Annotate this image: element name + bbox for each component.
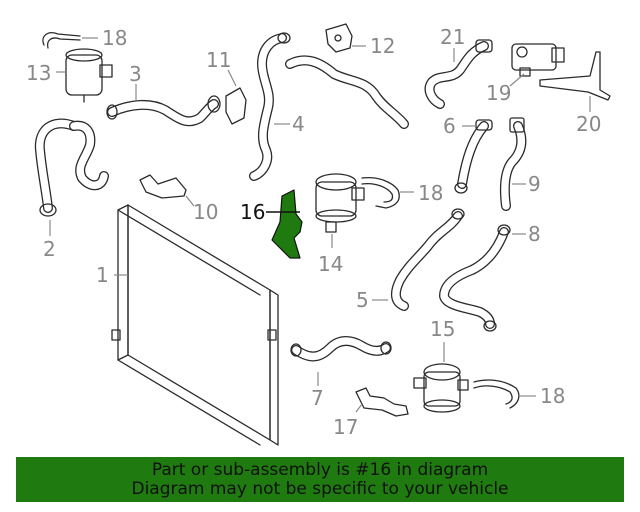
- highlighted-part-16: [271, 189, 303, 259]
- bracket-17: [355, 387, 409, 417]
- callout-2: 2: [43, 237, 56, 261]
- hose-3: [106, 95, 221, 127]
- callout-16: 16: [240, 200, 265, 224]
- callout-18a: 18: [102, 26, 127, 50]
- valve-19: [511, 43, 565, 77]
- hose-upper: [285, 55, 409, 129]
- callout-13: 13: [26, 61, 51, 85]
- clamp-18-top: [42, 32, 81, 49]
- callout-19-leader: [509, 73, 525, 87]
- callout-19: 19: [486, 81, 511, 105]
- footer-line-2: Diagram may not be specific to your vehi…: [131, 479, 509, 499]
- clamp-18-bottom: [473, 379, 520, 409]
- bracket-20: [539, 51, 611, 101]
- hose-5: [390, 208, 465, 311]
- callout-3: 3: [129, 62, 142, 86]
- callout-1: 1: [96, 263, 109, 287]
- hose-9: [499, 117, 527, 211]
- hose-8: [439, 224, 511, 332]
- callout-18b: 18: [418, 181, 443, 205]
- callout-18c: 18: [540, 384, 565, 408]
- hose-2: [34, 118, 109, 217]
- callout-10: 10: [193, 200, 218, 224]
- callout-15: 15: [430, 317, 455, 341]
- callout-7: 7: [311, 386, 324, 410]
- footer-line-1: Part or sub-assembly is #16 in diagram: [151, 460, 489, 480]
- hose-21: [424, 39, 493, 109]
- callout-20: 20: [576, 112, 601, 136]
- callout-17-leader: [355, 403, 363, 413]
- bracket-10: [139, 174, 187, 199]
- parts-diagram: 1 2 3 13 18 10 11: [26, 23, 611, 446]
- callout-11: 11: [206, 48, 231, 72]
- callout-6: 6: [443, 114, 456, 138]
- radiator: [111, 204, 279, 446]
- hose-6: [454, 119, 493, 194]
- hose-7: [290, 336, 392, 362]
- callout-8: 8: [528, 222, 541, 246]
- callout-12: 12: [370, 34, 395, 58]
- pump-14: [315, 173, 365, 233]
- water-pump-13: [65, 48, 113, 103]
- callout-21: 21: [440, 25, 465, 49]
- callout-11-leader: [227, 69, 237, 87]
- pump-15: [413, 363, 469, 413]
- callout-17: 17: [333, 415, 358, 439]
- hose-4: [249, 32, 291, 181]
- clamp-18-middle: [361, 176, 400, 209]
- callout-10-leader: [185, 195, 195, 207]
- callout-4: 4: [292, 112, 305, 136]
- callout-9: 9: [528, 172, 541, 196]
- callout-5: 5: [356, 288, 369, 312]
- bracket-11: [225, 87, 247, 125]
- footer-banner: Part or sub-assembly is #16 in diagram D…: [16, 457, 624, 502]
- bracket-12: [325, 23, 353, 53]
- callout-14: 14: [318, 252, 343, 276]
